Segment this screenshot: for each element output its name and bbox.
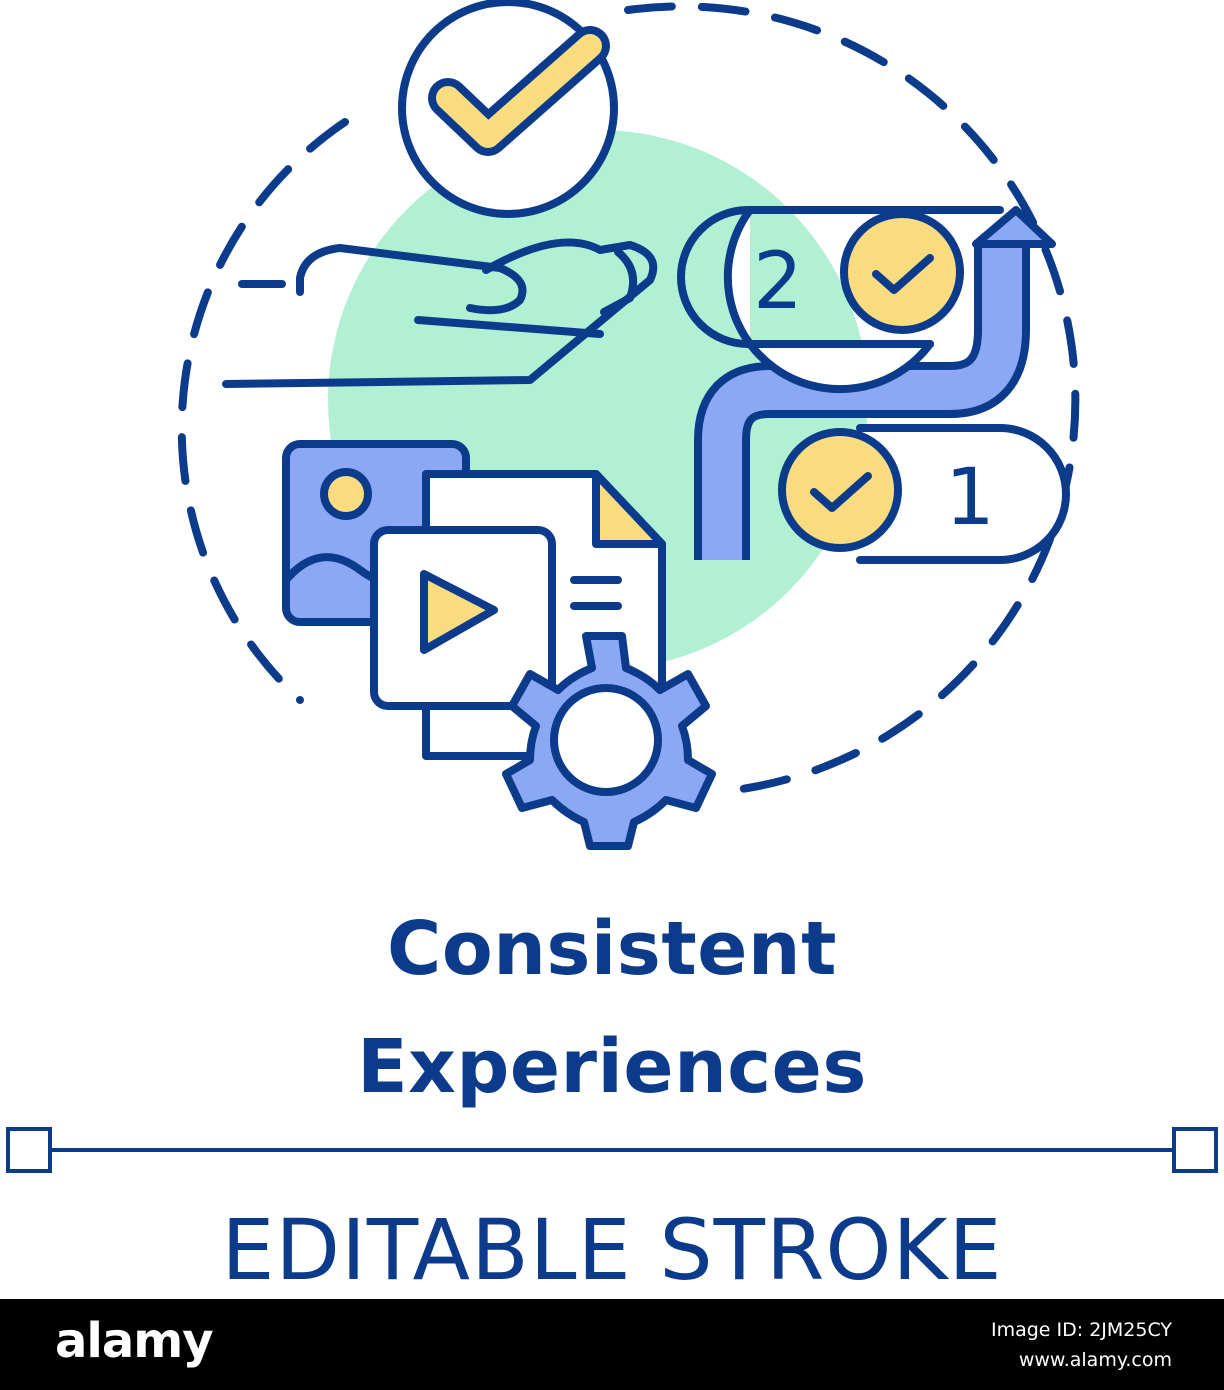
step-2-pill: [677, 206, 1004, 394]
consistent-experiences-illustration: 2 1: [177, 0, 1080, 850]
gear-icon: [502, 632, 716, 850]
footer-bar: alamy Image ID: 2JM25CY www.alamy.com: [0, 1299, 1224, 1390]
dashed-ring-left: [177, 118, 349, 704]
site-url: www.alamy.com: [1018, 1349, 1172, 1371]
editable-stroke-divider: [6, 1127, 1218, 1173]
image-id: Image ID: 2JM25CY: [990, 1319, 1172, 1341]
rising-arrow-icon: [694, 206, 1056, 560]
left-handle: [6, 1127, 52, 1173]
step-2-number: 2: [753, 237, 803, 327]
checkmark-circle-icon: [398, 0, 618, 218]
open-hand-icon: [222, 238, 658, 388]
right-handle: [1172, 1127, 1218, 1173]
brand-logo: alamy: [55, 1313, 214, 1369]
dashed-ring: [624, 2, 1080, 794]
footer-info: Image ID: 2JM25CY www.alamy.com: [991, 1315, 1172, 1375]
step-gear-check-icon: [778, 428, 902, 552]
step-gear-check-icon: [840, 210, 964, 334]
step-1-pill: [778, 424, 1070, 564]
editable-stroke-label: EDITABLE STROKE: [221, 1201, 1003, 1299]
title-line-2: Experiences: [357, 1024, 867, 1110]
video-file-icon: [370, 526, 556, 710]
step-1-number: 1: [945, 453, 995, 543]
title-line-1: Consistent: [387, 906, 837, 992]
